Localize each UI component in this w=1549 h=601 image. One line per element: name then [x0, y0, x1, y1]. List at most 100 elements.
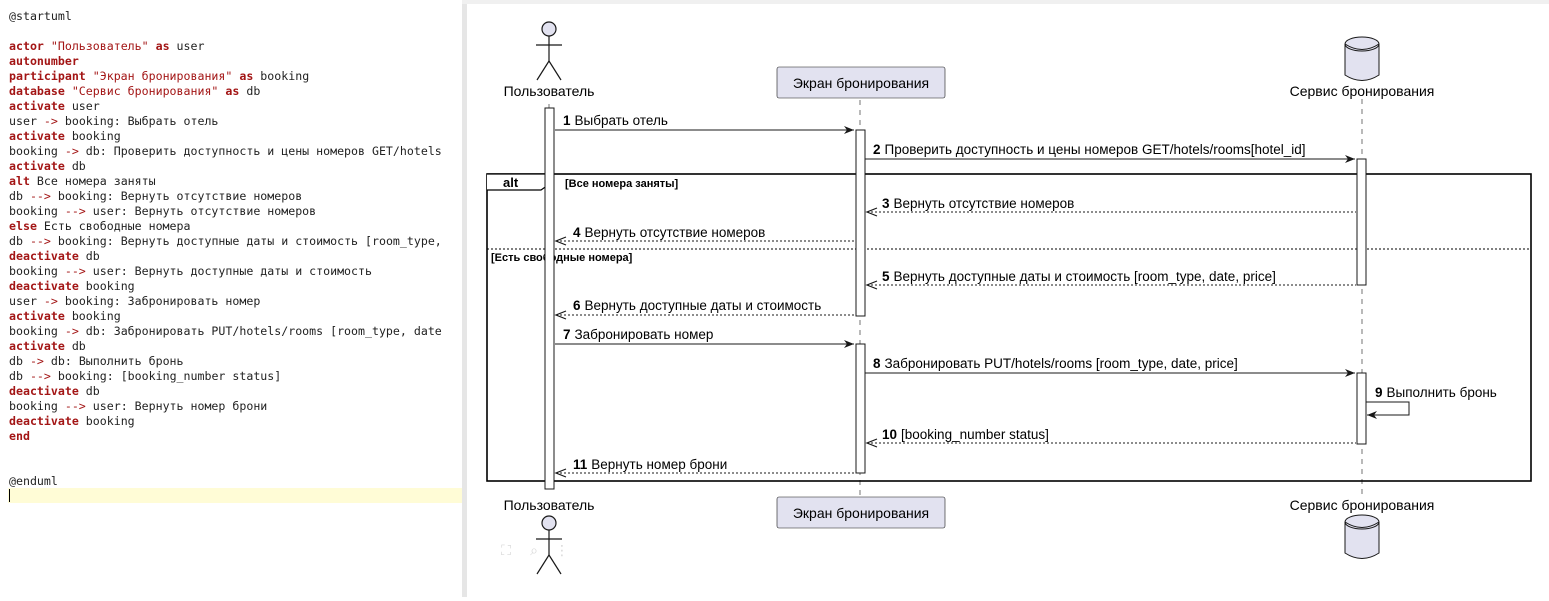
code-token: deactivate	[9, 279, 79, 293]
code-token: booking	[9, 204, 65, 218]
code-token: booking	[64, 129, 121, 143]
code-token: activate	[9, 339, 65, 353]
code-token: user: Вернуть доступные даты и стоимость	[85, 264, 372, 278]
code-token: db	[9, 189, 30, 203]
code-token: activate	[9, 309, 65, 323]
code-line: db --> booking: Вернуть доступные даты и…	[9, 234, 442, 249]
code-line: user -> booking: Выбрать отель	[9, 114, 218, 129]
code-line: activate booking	[9, 309, 121, 324]
code-line: actor "Пользователь" as user	[9, 39, 204, 54]
code-token: booking	[9, 144, 65, 158]
text-caret	[9, 489, 10, 502]
code-token: user	[9, 294, 44, 308]
sequence-diagram: alt [Все номера заняты] [Есть свободные …	[486, 21, 1532, 575]
pane-splitter[interactable]	[462, 0, 467, 597]
participant-booking-top: Экран бронирования	[776, 66, 946, 99]
code-line: booking --> user: Вернуть отсутствие ном…	[9, 204, 316, 219]
code-token: user: Вернуть номер брони	[85, 399, 268, 413]
code-token: -->	[64, 399, 86, 413]
code-line: db --> booking: [booking_number status]	[9, 369, 281, 384]
code-token: booking: Вернуть отсутствие номеров	[50, 189, 303, 203]
code-line: db -> db: Выполнить бронь	[9, 354, 184, 369]
code-token: db	[78, 384, 100, 398]
code-line: @startuml	[9, 9, 72, 24]
code-line: deactivate db	[9, 249, 100, 264]
code-token: ->	[64, 324, 79, 338]
code-token: activate	[9, 159, 65, 173]
code-token	[86, 69, 93, 83]
code-token: -->	[29, 189, 51, 203]
code-line: participant "Экран бронирования" as book…	[9, 69, 309, 84]
actor-user-label-top: Пользователь	[504, 83, 595, 99]
diagram-preview[interactable]: alt [Все номера заняты] [Есть свободные …	[467, 4, 1549, 597]
code-token: @startuml	[9, 9, 72, 23]
code-token: booking: Забронировать номер	[57, 294, 261, 308]
code-line: deactivate booking	[9, 279, 135, 294]
activation-user	[544, 107, 555, 490]
participant-booking-label-bottom: Экран бронирования	[793, 505, 929, 521]
code-token: ->	[43, 294, 58, 308]
code-token: db: Выполнить бронь	[43, 354, 184, 368]
code-token: alt	[9, 174, 30, 188]
database-db-label-top: Сервис бронирования	[1290, 83, 1435, 99]
code-token: booking	[78, 279, 135, 293]
crop-icon[interactable]: ⛶	[501, 543, 511, 559]
code-line: activate user	[9, 99, 100, 114]
code-token: -->	[64, 264, 86, 278]
code-line: booking --> user: Вернуть номер брони	[9, 399, 267, 414]
code-line: booking --> user: Вернуть доступные даты…	[9, 264, 372, 279]
code-token: -->	[64, 204, 86, 218]
code-token	[44, 39, 51, 53]
actor-user-label-bottom: Пользователь	[504, 497, 595, 513]
code-token: else	[9, 219, 37, 233]
code-token: activate	[9, 99, 65, 113]
code-token: actor	[9, 39, 44, 53]
code-token: db	[239, 84, 261, 98]
more-icon[interactable]: ⋮	[555, 543, 569, 559]
code-token: booking	[64, 309, 121, 323]
participant-booking-bottom: Экран бронирования	[776, 496, 946, 529]
code-token: as	[239, 69, 254, 83]
preview-toolbar: ⛶ ⌕ ⋮	[489, 536, 593, 566]
search-icon[interactable]: ⌕	[530, 543, 538, 559]
code-token: db	[64, 159, 86, 173]
code-token: Есть свободные номера	[36, 219, 191, 233]
code-line: alt Все номера заняты	[9, 174, 156, 189]
code-token: ->	[64, 144, 79, 158]
code-line: @enduml	[9, 474, 58, 489]
code-token: deactivate	[9, 249, 79, 263]
code-token: db	[64, 339, 86, 353]
code-token: booking	[78, 414, 135, 428]
code-line: user -> booking: Забронировать номер	[9, 294, 260, 309]
code-token: db	[9, 234, 30, 248]
code-line: activate db	[9, 159, 86, 174]
actor-user-top	[536, 21, 562, 81]
code-line: end	[9, 429, 30, 444]
code-token: Все номера заняты	[29, 174, 156, 188]
code-line: booking -> db: Забронировать PUT/hotels/…	[9, 324, 442, 339]
code-token: -->	[29, 234, 51, 248]
code-line: booking -> db: Проверить доступность и ц…	[9, 144, 442, 159]
code-token: as	[155, 39, 170, 53]
code-token	[65, 84, 72, 98]
code-token: db: Проверить доступность и цены номеров…	[78, 144, 442, 158]
activation-booking-1	[855, 129, 866, 317]
code-token	[149, 39, 156, 53]
code-token: db	[9, 354, 30, 368]
code-token: "Пользователь"	[50, 39, 149, 53]
code-token: ->	[43, 114, 58, 128]
